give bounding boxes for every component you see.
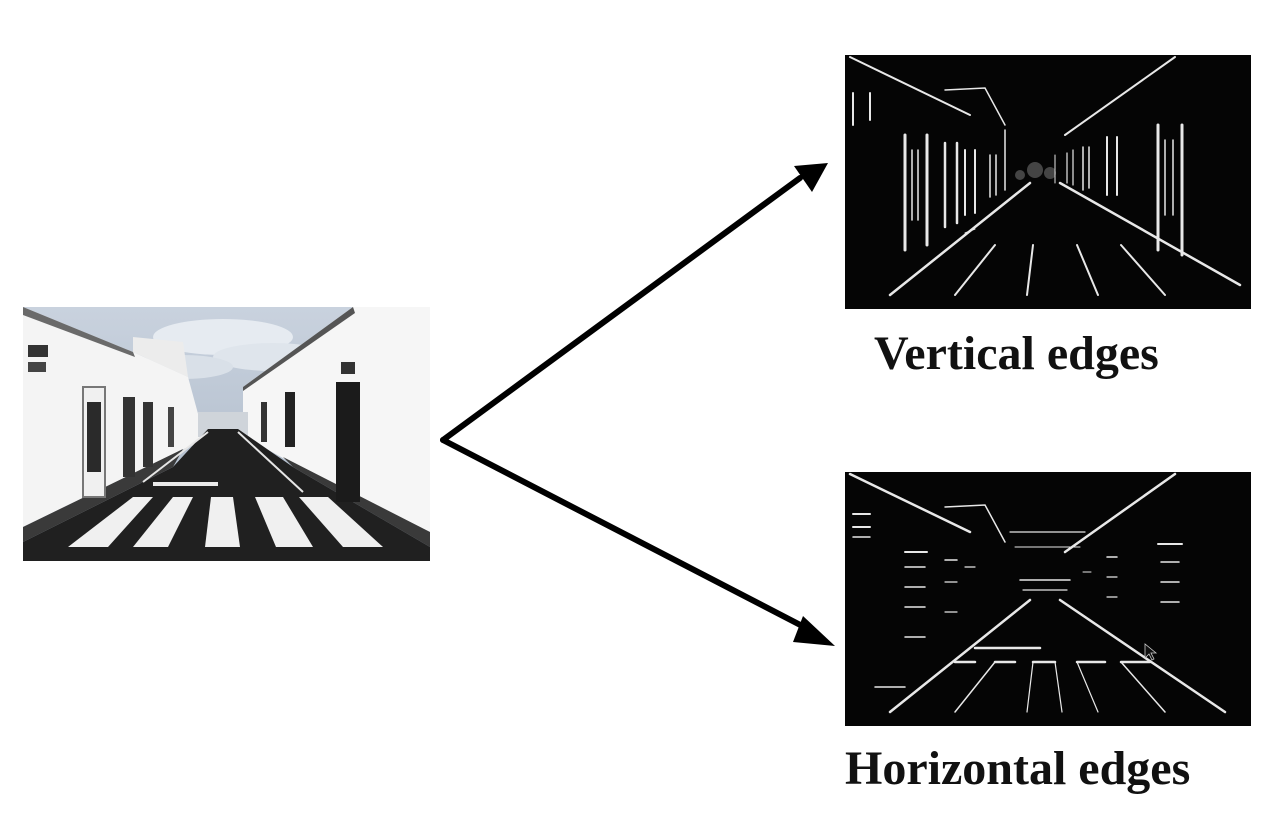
- arrow-to-vertical-edges: [440, 163, 828, 443]
- vertical-edges-image: [845, 55, 1251, 309]
- horizontal-edges-image: [845, 472, 1251, 726]
- original-street-photo: [23, 307, 430, 561]
- arrow-to-horizontal-edges: [440, 437, 835, 646]
- vertical-edges-caption: Vertical edges: [874, 327, 1159, 380]
- horizontal-edges-caption: Horizontal edges: [845, 742, 1191, 795]
